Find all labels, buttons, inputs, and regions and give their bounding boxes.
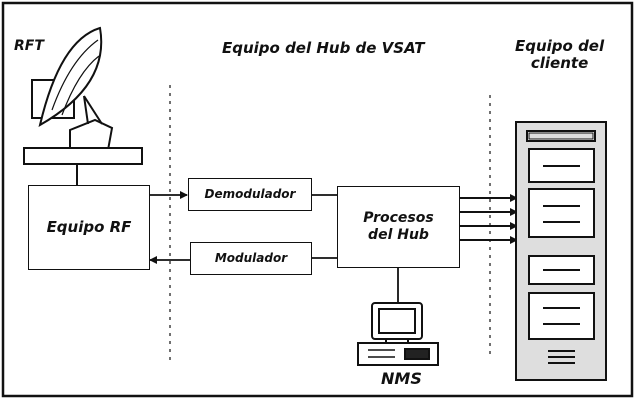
satellite-dish-icon	[23, 26, 143, 165]
nms-label: NMS	[381, 369, 422, 388]
server-rack-icon	[515, 121, 607, 381]
rf-equipment-label: Equipo RF	[46, 218, 132, 237]
hub-to-client-arrows	[460, 194, 518, 244]
hub-processes-label: Procesos del Hub	[363, 209, 434, 244]
rf-equipment-block: Equipo RF	[28, 185, 150, 270]
demodulator-label: Demodulador	[204, 187, 296, 201]
rft-label: RFT	[14, 38, 44, 54]
demodulator-block: Demodulador	[188, 178, 312, 211]
client-section-title: Equipo del cliente	[515, 37, 605, 73]
modulator-block: Modulador	[190, 242, 312, 275]
modulator-label: Modulador	[214, 251, 288, 265]
computer-workstation-icon	[357, 302, 439, 366]
hub-processes-block: Procesos del Hub	[337, 186, 460, 268]
hub-section-title: Equipo del Hub de VSAT	[222, 39, 425, 57]
